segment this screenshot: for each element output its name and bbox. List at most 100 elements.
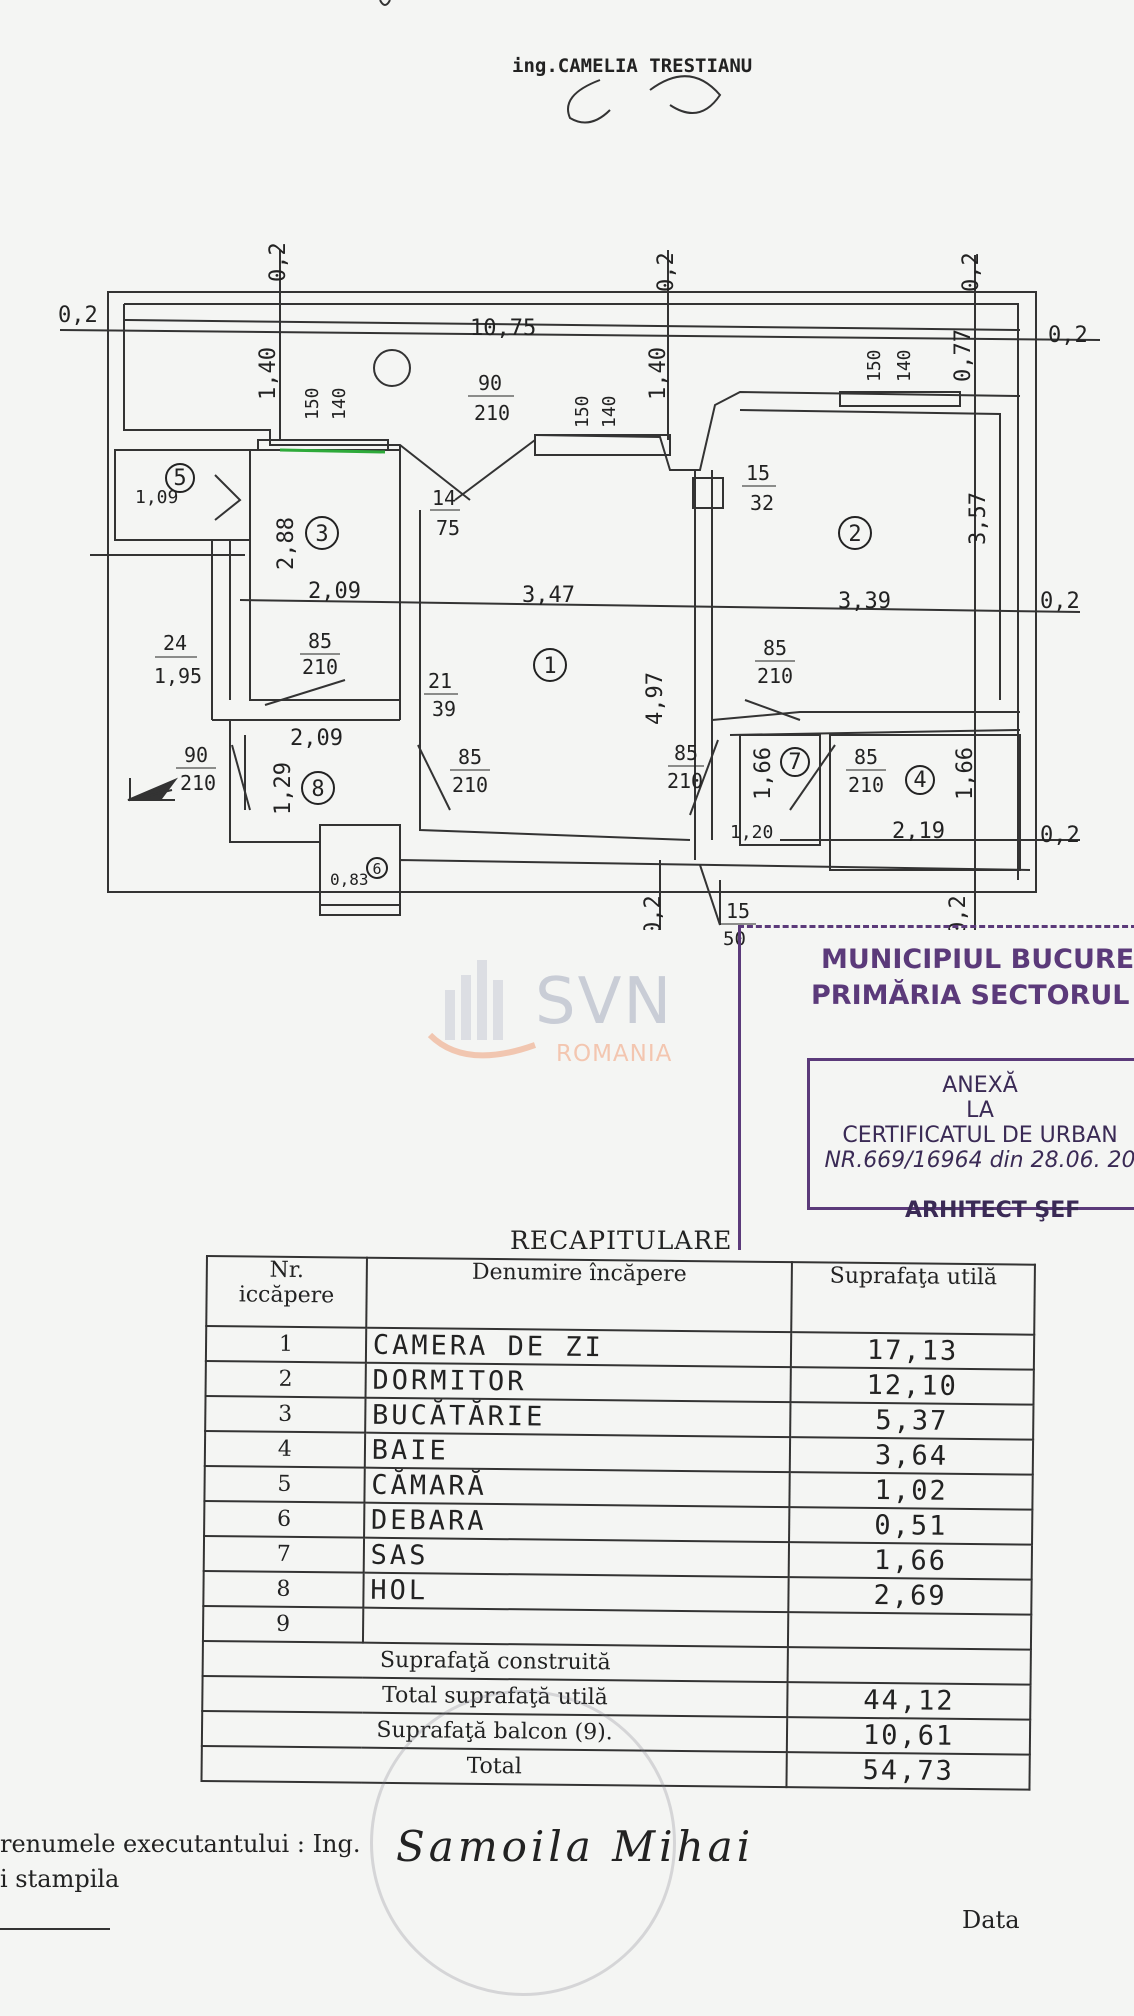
row-area: 2,69	[788, 1577, 1032, 1615]
win1-top: 150	[302, 387, 323, 420]
room-4-label: 4	[913, 768, 926, 793]
d85e-top: 85	[854, 745, 878, 769]
d90-bot: 210	[180, 771, 216, 795]
dim-low-right: 0,2	[1040, 823, 1080, 848]
row-name: DEBARA	[363, 1502, 790, 1543]
floor-plan: 5 3 1 2 4 7 8 6 0,2 10,75 0,2 0,2 0,2 0,…	[58, 0, 1101, 930]
row-nr: 9	[202, 1605, 364, 1643]
engineer-signature	[567, 75, 722, 124]
row-area: 17,13	[791, 1332, 1035, 1370]
row-nr: 6	[204, 1500, 365, 1538]
date-label: Data	[962, 1906, 1020, 1934]
dim-w219: 2,19	[892, 819, 945, 844]
watermark-logo	[427, 960, 537, 1059]
row-name: DORMITOR	[365, 1362, 792, 1403]
outer-wall	[107, 291, 1037, 893]
dim-h077: 0,77	[951, 329, 976, 382]
dim-h109: 1,09	[135, 487, 178, 508]
dim-total-width: 10,75	[470, 316, 536, 341]
stamp-line2: PRIMĂRIA SECTORUL	[811, 980, 1130, 1011]
room-6-label: 6	[372, 860, 381, 878]
row-nr: 3	[205, 1396, 366, 1433]
row-area: 0,51	[789, 1507, 1033, 1545]
dim-h357: 3,57	[966, 492, 991, 545]
room-2-label: 2	[848, 522, 861, 547]
row-nr: 8	[203, 1570, 364, 1608]
dim-left-top: 0,2	[58, 303, 98, 328]
built-area-value	[787, 1647, 1031, 1685]
balcony-value: 10,61	[787, 1717, 1031, 1755]
room-8-marker	[301, 771, 335, 805]
watermark-brand: SVN	[535, 965, 674, 1039]
d21-top: 21	[428, 669, 452, 693]
dim-w083: 0,83	[330, 870, 369, 889]
dim-w347: 3,47	[522, 583, 575, 608]
room-1-marker	[533, 648, 567, 682]
room-5-marker	[165, 463, 195, 493]
stamp-box: ANEXĂ LA CERTIFICATUL DE URBAN NR.669/16…	[807, 1058, 1134, 1210]
official-stamp: MUNICIPIUL BUCURE PRIMĂRIA SECTORUL ANEX…	[738, 925, 1134, 1250]
room-6-marker	[366, 857, 388, 879]
row-area	[788, 1612, 1032, 1650]
row-nr: 2	[205, 1361, 366, 1398]
row-nr: 7	[203, 1535, 364, 1573]
room-1-label: 1	[543, 654, 556, 679]
row-name: CAMERA DE ZI	[365, 1327, 792, 1368]
d24-bot: 1,95	[154, 664, 202, 688]
dim-h288: 2,88	[274, 517, 299, 570]
stamp-box-l1: ANEXĂ	[942, 1073, 1018, 1098]
d85b-top: 85	[458, 745, 482, 769]
dim-w209b: 2,09	[290, 726, 343, 751]
round-stamp	[370, 1690, 676, 1996]
row-name: SAS	[363, 1537, 790, 1578]
stamp-box-l4: NR.669/16964 din 28.06. 20	[824, 1148, 1134, 1173]
win2-top: 150	[572, 395, 593, 428]
recap-title: RECAPITULARE	[510, 1226, 733, 1255]
win3-bot: 140	[894, 349, 915, 382]
room-8-label: 8	[311, 777, 324, 802]
engineer-name: ing.CAMELIA TRESTIANU	[512, 55, 752, 77]
d85d-bot: 210	[757, 664, 793, 688]
dim-w209: 2,09	[308, 579, 361, 604]
row-area: 1,66	[788, 1542, 1033, 1580]
recap-table: Nr.iccăpere Denumire încăpere Suprafaţa …	[200, 1255, 1035, 1791]
row-area: 3,64	[789, 1437, 1034, 1475]
dim-top-a: 0,2	[266, 242, 291, 282]
d24-top: 24	[163, 631, 187, 655]
d15-top: 15	[746, 461, 770, 485]
dim-right-top: 0,2	[1048, 323, 1088, 348]
room-7-marker	[780, 747, 810, 777]
dim-h166b: 1,66	[953, 747, 978, 800]
room-3-label: 3	[315, 522, 328, 547]
door-main-top: 90	[478, 371, 502, 395]
room-3-marker	[305, 516, 339, 550]
win3-top: 150	[864, 349, 885, 382]
dim-h140-a: 1,40	[256, 347, 281, 400]
row-name: BAIE	[364, 1432, 791, 1473]
room-2-marker	[838, 516, 872, 550]
d14-bot: 75	[436, 516, 460, 540]
row-nr: 1	[205, 1326, 367, 1363]
d85a-bot: 210	[302, 655, 338, 679]
dim-w120: 1,20	[730, 822, 773, 843]
executant-signature: Samoila Mihai	[396, 1822, 755, 1871]
row-area: 1,02	[789, 1472, 1033, 1510]
d15-bot: 32	[750, 491, 774, 515]
d85c-bot: 210	[667, 769, 703, 793]
room-5-label: 5	[173, 466, 186, 491]
dim-bottom-a: 0,2	[641, 895, 666, 930]
dim-h497: 4,97	[643, 672, 668, 725]
row-name: BUCĂTĂRIE	[364, 1397, 791, 1438]
exec-line: renumele executantului : Ing.	[0, 1830, 361, 1858]
door-main-bot: 210	[474, 401, 510, 425]
d85b-bot: 210	[452, 773, 488, 797]
stamp-box-l3: CERTIFICATUL DE URBAN	[842, 1123, 1118, 1148]
dim-h140-b: 1,40	[646, 347, 671, 400]
stamp-line: i stampila	[0, 1865, 120, 1893]
d14-top: 14	[432, 486, 456, 510]
row-nr: 5	[204, 1465, 365, 1503]
row-nr: 4	[204, 1431, 365, 1468]
d85c-top: 85	[674, 741, 698, 765]
dim-mid-right: 0,2	[1040, 589, 1080, 614]
win1-bot: 140	[329, 387, 350, 420]
